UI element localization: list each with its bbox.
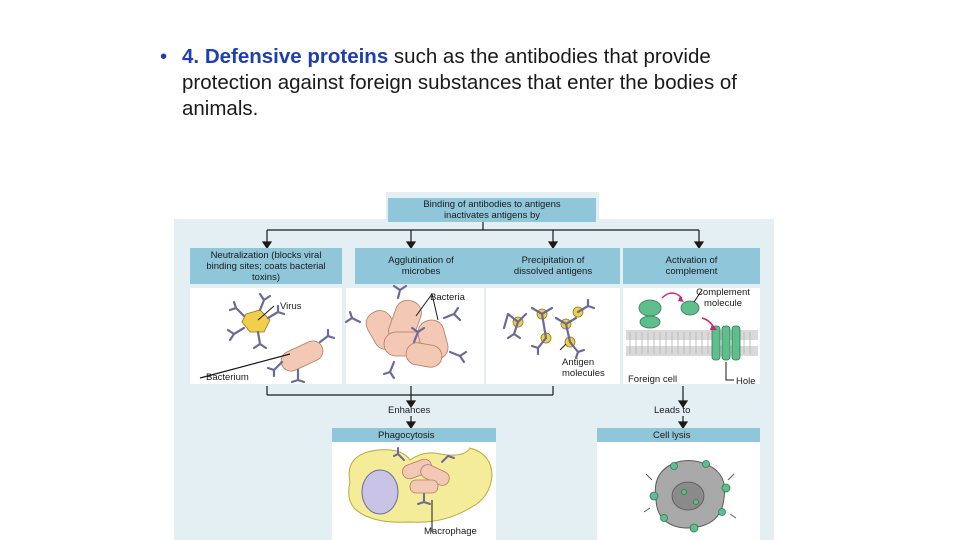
- precipitation-drawing: [502, 298, 596, 360]
- bullet-highlight: 4. Defensive proteins: [182, 45, 388, 68]
- precipitation-box: Precipitation of dissolved antigens: [486, 248, 620, 284]
- phagocytosis-drawing: [348, 447, 493, 532]
- bullet-line-1: such as the antibodies that provide: [388, 45, 711, 68]
- bacterium-icon: [266, 328, 336, 384]
- agglutination-drawing: [344, 284, 468, 380]
- neutralization-text: Neutralization (blocks viral binding sit…: [206, 249, 326, 283]
- neutralization-box: Neutralization (blocks viral binding sit…: [190, 248, 342, 284]
- bullet-line-3: animals.: [182, 97, 259, 120]
- top-box-text: Binding of antibodies to antigens inacti…: [423, 199, 561, 221]
- label-antigen-molecules: Antigen molecules: [562, 357, 605, 379]
- cell-lysis-text: Cell lysis: [653, 429, 691, 441]
- label-virus: Virus: [280, 301, 302, 312]
- label-hole: Hole: [736, 376, 756, 387]
- neutralization-drawing: [199, 292, 336, 384]
- complement-drawing: [626, 289, 758, 381]
- antibody-function-diagram: Binding of antibodies to antigens inacti…: [174, 192, 774, 540]
- connector-lines: [261, 222, 705, 430]
- precipitation-text: Precipitation of dissolved antigens: [513, 255, 593, 277]
- bullet-text: 4. Defensive proteins such as the antibo…: [160, 44, 820, 122]
- bullet-line-2: protection against foreign substances th…: [182, 71, 738, 94]
- agglutination-box: Agglutination of microbes: [355, 248, 487, 284]
- bullet-term: Defensive proteins: [204, 45, 389, 68]
- neutralization-illustration: [190, 288, 342, 384]
- label-complement-molecule: Complement molecule: [696, 287, 750, 309]
- top-box-binding: Binding of antibodies to antigens inacti…: [388, 198, 596, 222]
- label-enhances: Enhances: [388, 405, 431, 416]
- bullet-marker: •: [160, 45, 168, 68]
- bullet-number: 4.: [182, 45, 200, 68]
- label-bacteria: Bacteria: [430, 292, 465, 303]
- label-foreign-cell: Foreign cell: [628, 374, 678, 385]
- label-macrophage: Macrophage: [424, 526, 477, 537]
- phagocytosis-box: Phagocytosis: [332, 428, 496, 442]
- complement-text: Activation of complement: [665, 255, 718, 277]
- complement-box: Activation of complement: [623, 248, 760, 284]
- bullet-point: • 4. Defensive proteins such as the anti…: [160, 44, 820, 122]
- precipitation-illustration: [486, 288, 620, 384]
- cell-lysis-drawing: [643, 460, 737, 533]
- agglutination-text: Agglutination of microbes: [388, 255, 454, 277]
- cell-lysis-box: Cell lysis: [597, 428, 760, 442]
- label-leads-to: Leads to: [654, 405, 691, 416]
- phagocytosis-text: Phagocytosis: [378, 429, 435, 441]
- label-bacterium: Bacterium: [206, 372, 249, 383]
